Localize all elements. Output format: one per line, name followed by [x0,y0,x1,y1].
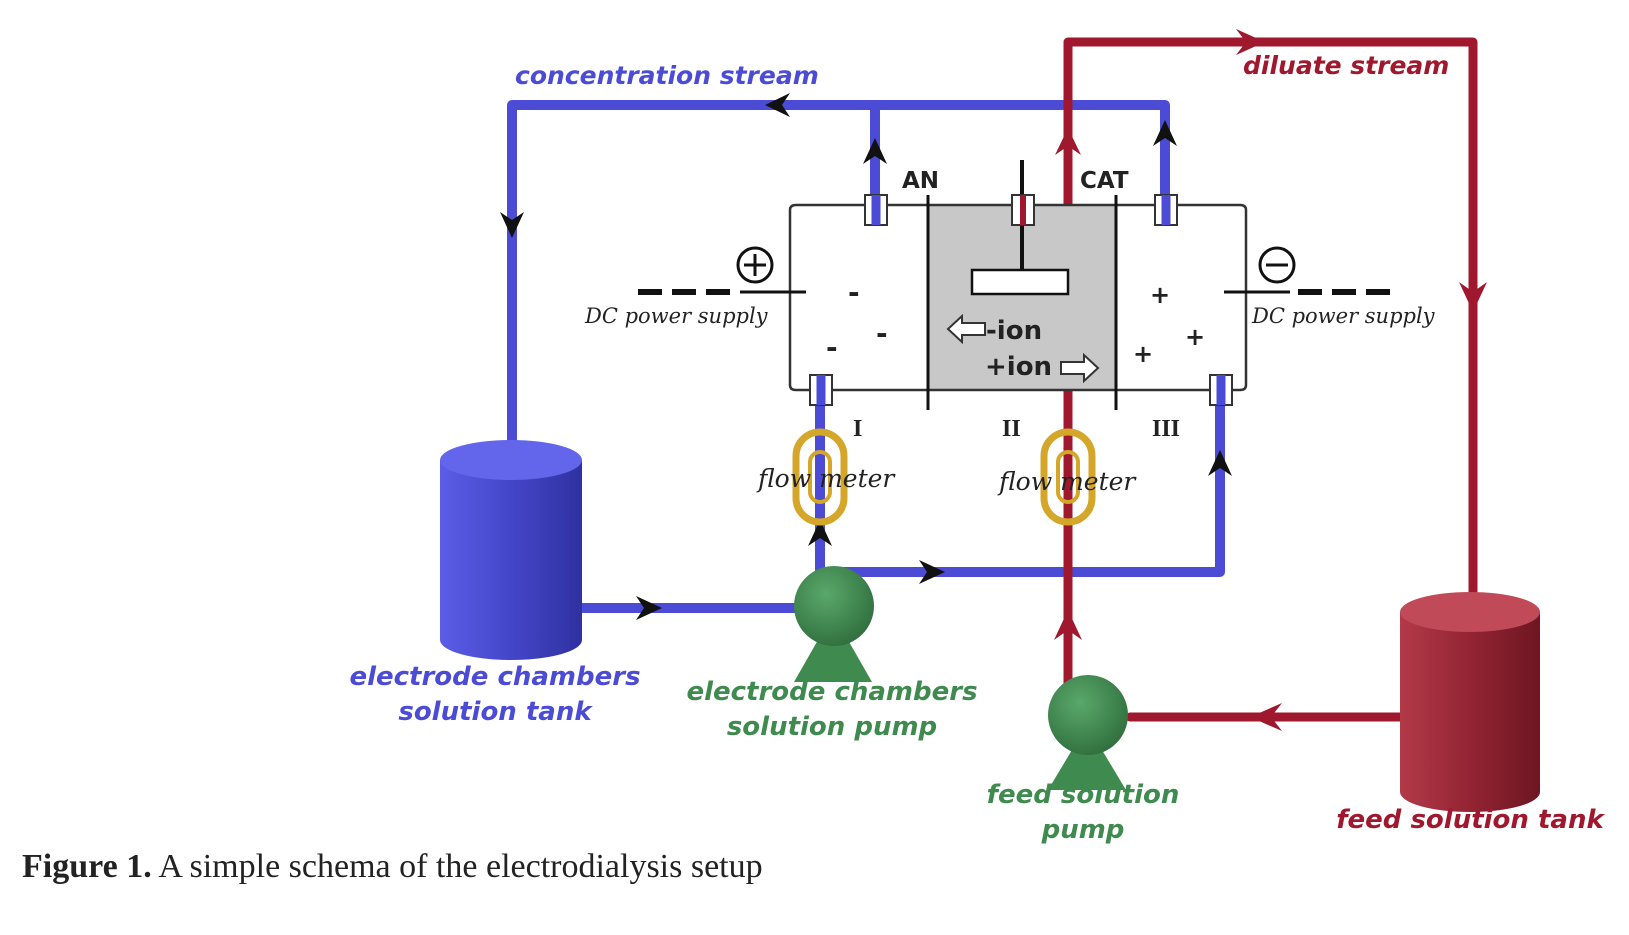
flow-meter-2-label: flow meter [997,467,1137,496]
chamber-2-label: II [1002,416,1021,442]
concentration-flow-arrows [500,93,1232,620]
central-electrode [970,268,1070,296]
electrode-chambers-pump [794,566,874,682]
feed-pump-label-line2: pump [1041,815,1125,845]
arrow-down-right [1459,282,1487,312]
diluate-stream-label: diluate stream [1243,51,1449,80]
negative-ion-label: -ion [986,316,1042,346]
concentration-stream-pipes [507,100,1225,613]
left-arrow-icon [946,313,986,345]
arrow-right-tank [636,596,662,620]
plus-terminal-icon [736,246,774,284]
arrow-up-feed [1054,610,1082,640]
electrode-tank-label-line2: solution tank [398,697,593,727]
feed-tank-label: feed solution tank [1336,805,1605,835]
arrow-left-bottom [1250,703,1282,731]
plus-sign-2: + [1185,323,1205,351]
figure-caption: Figure 1. A simple schema of the electro… [22,848,763,886]
arrow-right-top [1236,29,1265,55]
diluate-flow-arrows [1054,29,1487,731]
electrode-pump-label-line2: solution pump [727,712,937,742]
dc-power-right-label: DC power supply [1251,304,1436,328]
arrow-up-an [863,138,887,164]
feed-pump-label-line1: feed solution [987,780,1180,810]
right-arrow-icon [1060,352,1100,384]
minus-sign-2: - [876,317,888,350]
feed-solution-pump [1048,675,1128,790]
figure-caption-text: A simple schema of the electrodialysis s… [151,848,763,885]
flow-meter-1-label: flow meter [756,464,896,493]
feed-solution-tank [1400,592,1540,812]
arrow-right-pump [919,560,945,584]
cathode-label: CAT [1080,168,1129,194]
electrode-chambers-tank [440,440,582,660]
electrode-pump-label-line1: electrode chambers [686,677,977,707]
arrow-up-iii [1208,450,1232,476]
concentration-stream-label: concentration stream [515,61,819,90]
minus-terminal-icon [1258,246,1296,284]
figure-caption-label: Figure 1. [22,848,152,885]
flow-meter-1-icon [792,428,848,526]
electrode-tank-label-line1: electrode chambers [349,662,640,692]
arrow-down-left [500,212,524,238]
arrow-left-top [765,93,790,117]
electrodialysis-cell [788,160,1248,410]
electrodialysis-diagram: concentration stream diluate stream AN C… [349,29,1605,845]
minus-sign-3: - [826,331,838,364]
flow-meter-2-icon [1040,428,1096,526]
chamber-1-label: I [853,416,862,442]
minus-sign-1: - [848,276,860,309]
arrow-up-pump [808,520,832,546]
dc-power-left-label: DC power supply [584,304,769,328]
positive-ion-label: +ion [985,352,1052,382]
chamber-3-label: III [1152,416,1180,442]
anode-label: AN [902,168,939,194]
arrow-up-cat [1153,120,1177,146]
arrow-up-cell [1055,128,1081,155]
plus-sign-1: + [1150,281,1170,309]
plus-sign-3: + [1133,340,1153,368]
